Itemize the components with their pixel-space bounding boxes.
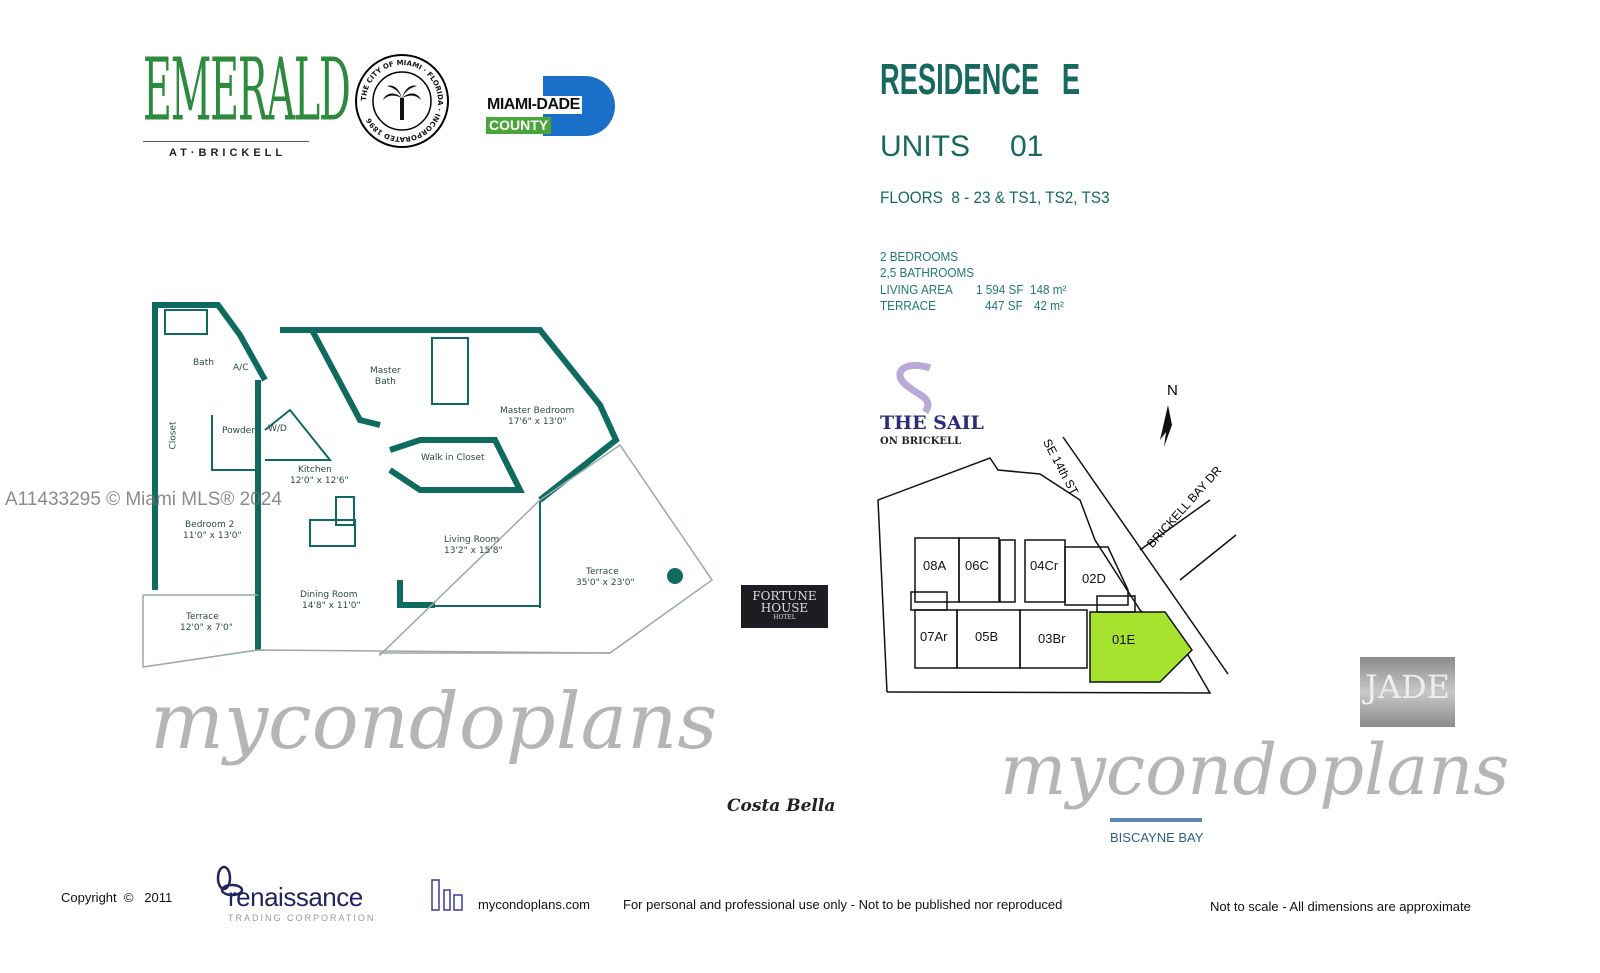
room-terrace-large: Terrace [586, 567, 619, 577]
wall-kitchen [264, 408, 333, 461]
spec-terrace-label: TERRACE [880, 298, 936, 313]
unit-01e-shape [1089, 611, 1193, 683]
spec-living-label: LIVING AREA [880, 282, 953, 297]
room-kitchen-dim: 12'0" x 12'6" [290, 476, 349, 486]
wall-west [152, 302, 268, 590]
site-boundary [877, 457, 1212, 694]
fortune-line2: HOUSE [760, 601, 809, 615]
stove [335, 496, 355, 526]
fortune-house-logo: FORTUNE HOUSE HOTEL [741, 585, 828, 628]
scale-notice: Not to scale - All dimensions are approx… [1210, 899, 1471, 914]
room-terrace-large-dim: 35'0" x 23'0" [576, 578, 635, 588]
room-terrace-small: Terrace [186, 612, 219, 622]
wall-powder [211, 415, 260, 471]
renaissance-sub: TRADING CORPORATION [228, 913, 376, 923]
room-bedroom2-dim: 11'0" x 13'0" [183, 531, 242, 541]
wall-closet [388, 437, 525, 493]
copyright-text: Copyright © 2011 [61, 890, 173, 905]
unit-01e: 01E [1112, 632, 1136, 647]
room-master-bath: Master Bath [370, 366, 401, 387]
terrace-column [667, 568, 683, 584]
miami-dade-line2: COUNTY [486, 117, 552, 134]
spec-terrace-m2: 42 m² [1034, 298, 1064, 313]
room-terrace-small-dim: 12'0" x 7'0" [180, 623, 233, 633]
bathtub [164, 309, 208, 335]
renaissance-logo-icon [216, 865, 244, 897]
room-bedroom2: Bedroom 2 [185, 520, 235, 530]
jade-logo: JADE [1360, 657, 1455, 727]
terrace-small-outline [142, 595, 611, 668]
site-url: mycondoplans.com [478, 897, 590, 912]
wall-master-bath [309, 328, 381, 428]
room-master-bedroom-dim: 17'6" x 13'0" [508, 417, 567, 427]
spec-living-sf: 1 594 SF [976, 282, 1024, 297]
unit-06c: 06C [965, 558, 989, 573]
usage-notice: For personal and professional use only -… [623, 897, 1063, 912]
sail-line1: THE SAIL [880, 412, 984, 434]
spec-living-m2: 148 m² [1030, 282, 1067, 297]
biscayne-bay-label: BISCAYNE BAY [1110, 830, 1204, 845]
units-value: 01 [1010, 130, 1044, 163]
room-ac: A/C [233, 363, 249, 373]
wall-north [280, 327, 620, 503]
room-walk-in-closet: Walk in Closet [421, 453, 485, 463]
fortune-line3: HOTEL [773, 614, 796, 621]
street-se14th-edge [1062, 436, 1229, 675]
floors-text: FLOORS 8 - 23 & TS1, TS2, TS3 [880, 188, 1110, 207]
fortune-line1: FORTUNE [752, 589, 817, 603]
north-label: N [1167, 382, 1178, 399]
room-living-dim: 13'2" x 15'8" [444, 546, 503, 556]
kitchen-island [309, 519, 356, 547]
costa-bella-label: Costa Bella [727, 796, 836, 816]
residence-title: RESIDENCE E [880, 55, 1081, 104]
master-tub [431, 337, 469, 405]
jade-text: JADE [1365, 668, 1450, 706]
miami-dade-d: D [585, 90, 606, 121]
room-living: Living Room [444, 535, 500, 545]
sail-line2: ON BRICKELL [880, 436, 962, 447]
room-bath: Bath [193, 358, 214, 368]
unit-08a: 08A [923, 558, 947, 573]
palm-tree-icon [383, 85, 421, 120]
unit-07ar: 07Ar [920, 629, 948, 644]
emerald-logo-subtitle: AT·BRICKELL [169, 147, 287, 159]
unit-05b: 05B [975, 629, 999, 644]
wall-living [397, 580, 435, 608]
room-kitchen: Kitchen [298, 465, 332, 475]
miami-dade-line1: MIAMI-DADE [485, 96, 582, 114]
unit-02d: 02D [1082, 571, 1106, 586]
mls-watermark: A11433295 © Miami MLS® 2024 [5, 489, 282, 510]
room-powder: Powder [222, 426, 255, 436]
room-dining-dim: 14'8" x 11'0" [302, 601, 361, 611]
room-master-bedroom: Master Bedroom [500, 406, 575, 416]
renaissance-name: renaissance [228, 882, 363, 912]
north-arrow-icon [1160, 405, 1172, 447]
room-dining: Dining Room [300, 590, 358, 600]
spec-bedrooms: 2 BEDROOMS [880, 249, 959, 264]
spec-terrace-sf: 447 SF [985, 298, 1023, 313]
unit-03br: 03Br [1038, 631, 1066, 646]
miami-dade-logo: D MIAMI-DADE COUNTY [485, 76, 617, 136]
sail-s-icon [896, 361, 932, 415]
spec-bathrooms: 2,5 BATHROOMS [880, 265, 975, 280]
unit-04cr: 04Cr [1030, 558, 1059, 573]
mycondoplans-watermark: mycondoplans [150, 677, 718, 767]
units-label: UNITS [880, 130, 970, 163]
mycondoplans-icon [431, 879, 463, 911]
mycondoplans-watermark-2: mycondoplans [1000, 729, 1510, 811]
city-of-miami-seal: THE CITY OF MIAMI · FLORIDA · INCORPORAT… [355, 54, 449, 148]
room-wd: W/D [268, 424, 287, 434]
room-closet: Closet [168, 421, 179, 450]
terrace-large-outline [379, 443, 714, 657]
